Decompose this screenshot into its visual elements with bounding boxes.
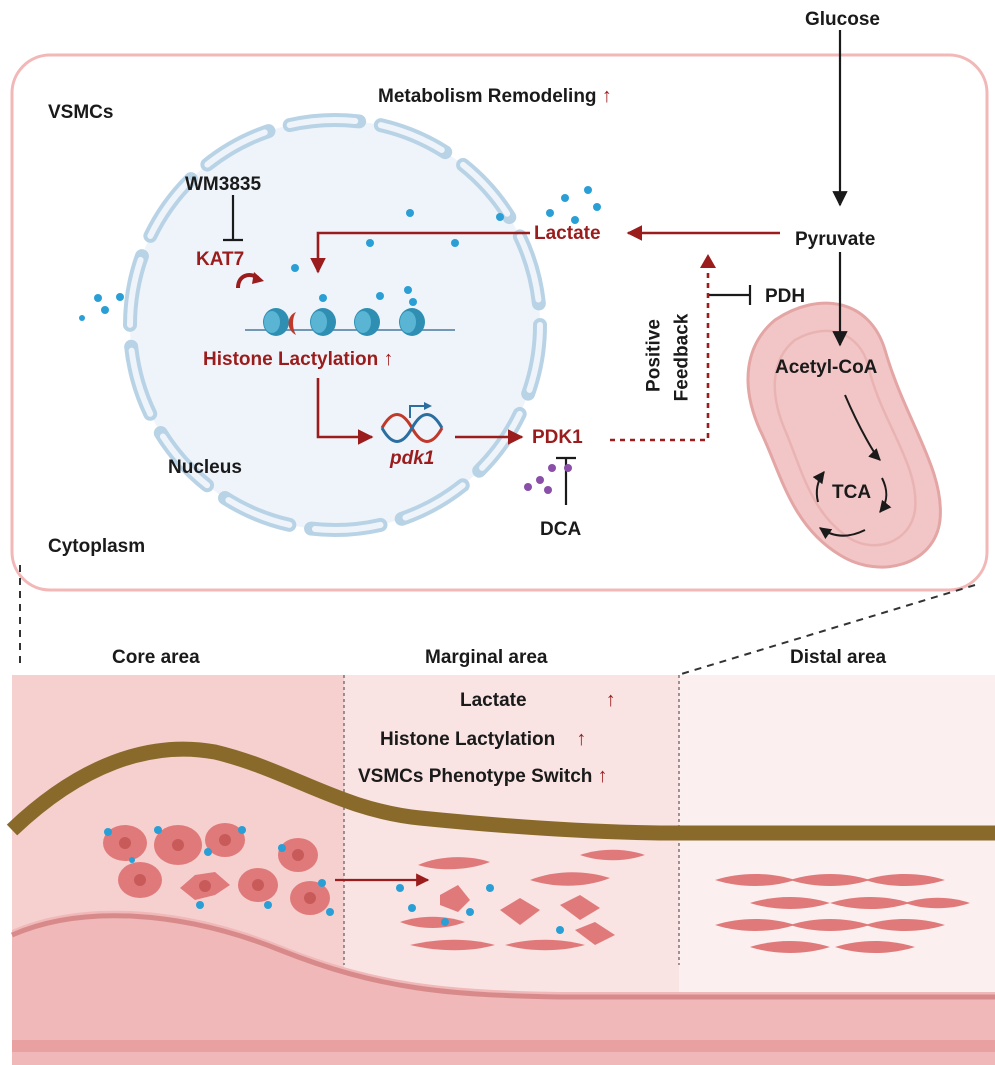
cytoplasm-label: Cytoplasm <box>48 536 146 557</box>
pyruvate-label: Pyruvate <box>795 229 876 250</box>
pdk1-gene-label: pdk1 <box>390 448 435 469</box>
wm3835-label: WM3835 <box>185 174 262 195</box>
nucleosome <box>310 308 336 336</box>
lactate-to-histone-arrow <box>310 231 530 274</box>
marginal-area-cells <box>400 849 645 951</box>
glucose-label: Glucose <box>805 9 880 30</box>
tca-cycle-arrow <box>812 471 825 503</box>
kat7-enzyme <box>288 312 296 335</box>
kat7-label: KAT7 <box>196 249 245 270</box>
core-area-lactate <box>104 826 334 916</box>
increase-arrow-icon: ↑ <box>605 689 616 711</box>
vessel-media-layer <box>12 910 995 1065</box>
pdh-label: PDH <box>765 286 806 307</box>
feedback-arrowhead <box>700 254 716 268</box>
lactate-label: Lactate <box>534 223 601 244</box>
marginal-area-lactate <box>396 884 564 934</box>
pdk1-gene-icon <box>380 402 444 443</box>
nucleus-label: Nucleus <box>168 457 242 478</box>
distal-area-label: Distal area <box>790 647 887 668</box>
nucleosome <box>354 308 380 336</box>
tca-cycle-arrow <box>819 527 866 540</box>
nucleosome <box>263 308 289 336</box>
core-area-cells <box>103 823 330 915</box>
increase-arrow-icon: ↑ <box>383 348 394 370</box>
kat7-curved-arrow-head <box>252 272 264 284</box>
histone-to-pdk1-arrow <box>316 378 374 445</box>
increase-arrow-icon: ↑ <box>576 728 587 750</box>
core-area-label: Core area <box>112 647 200 668</box>
marginal-lactate-label: Lactate ↑ <box>460 689 616 711</box>
positive-feedback-loop <box>610 262 710 442</box>
pdk1-protein-label: PDK1 <box>532 427 583 448</box>
marginal-histone-lactylation-label: Histone Lactylation ↑ <box>380 728 587 750</box>
distal-area-cells <box>715 874 970 953</box>
feedback-label: Feedback <box>671 313 693 402</box>
chromatin <box>245 308 455 336</box>
acetyl-coa-label: Acetyl-CoA <box>775 357 878 378</box>
dca-label: DCA <box>540 519 582 540</box>
mitochondrion <box>746 301 942 569</box>
increase-arrow-icon: ↑ <box>601 85 612 107</box>
nucleosome <box>399 308 425 336</box>
metabolism-remodeling-label: Metabolism Remodeling ↑ <box>378 85 612 107</box>
dca-molecules <box>524 464 572 494</box>
positive-label: Positive <box>643 319 665 392</box>
internal-elastic-lamina <box>6 741 995 841</box>
tca-cycle-arrow <box>879 477 892 513</box>
tca-label: TCA <box>832 482 872 503</box>
lactate-molecules <box>79 186 601 321</box>
tca-cycle-arrow <box>844 394 881 461</box>
marginal-phenotype-switch-label: VSMCs Phenotype Switch ↑ <box>358 765 608 787</box>
vessel-adventitia <box>12 1040 995 1052</box>
increase-arrow-icon: ↑ <box>597 765 608 787</box>
marginal-area-label: Marginal area <box>425 647 548 668</box>
histone-lactylation-label: Histone Lactylation ↑ <box>203 348 394 370</box>
vsmcs-label: VSMCs <box>48 102 114 123</box>
vessel-wall-outline <box>10 913 995 1000</box>
